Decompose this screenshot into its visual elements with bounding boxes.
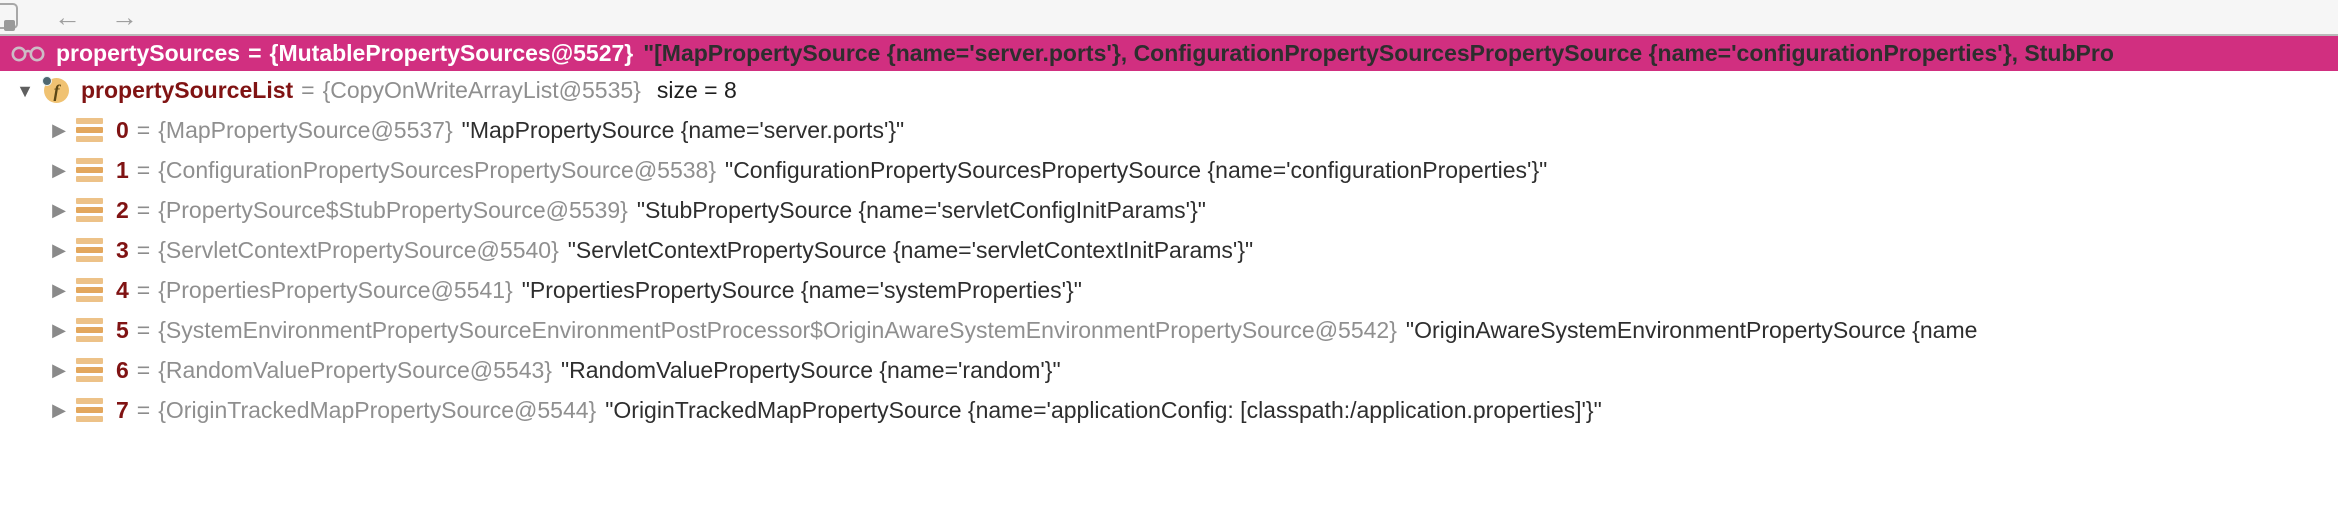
array-element-icon bbox=[76, 118, 103, 142]
equals-sign: = bbox=[136, 396, 151, 423]
array-element-icon bbox=[76, 198, 103, 222]
chevron-right-icon[interactable]: ▶ bbox=[52, 320, 66, 340]
watch-type-ref: {MutablePropertySources@5527} bbox=[269, 40, 634, 66]
item-type-ref: {MapPropertySource@5537} bbox=[158, 116, 453, 143]
chevron-right-icon[interactable]: ▶ bbox=[52, 400, 66, 420]
forward-arrow-icon[interactable]: → bbox=[111, 2, 138, 32]
item-value: "ConfigurationPropertySourcesPropertySou… bbox=[725, 156, 1548, 183]
array-element-icon bbox=[76, 318, 103, 342]
item-type-ref: {OriginTrackedMapPropertySource@5544} bbox=[158, 396, 597, 423]
equals-sign: = bbox=[136, 236, 151, 263]
item-type-ref: {PropertiesPropertySource@5541} bbox=[158, 276, 513, 303]
clipped-toolbar-icon bbox=[0, 3, 18, 31]
watch-row-propertySources[interactable]: propertySources = {MutablePropertySource… bbox=[0, 36, 2338, 71]
item-type-ref: {PropertySource$StubPropertySource@5539} bbox=[158, 196, 628, 223]
watch-value: "[MapPropertySource {name='server.ports'… bbox=[643, 40, 2114, 66]
item-type-ref: {ConfigurationPropertySourcesPropertySou… bbox=[158, 156, 717, 183]
list-item-0[interactable]: ▶ 0 = {MapPropertySource@5537} "MapPrope… bbox=[0, 110, 2338, 150]
field-type-ref: {CopyOnWriteArrayList@5535} bbox=[322, 77, 641, 103]
list-item-2[interactable]: ▶ 2 = {PropertySource$StubPropertySource… bbox=[0, 190, 2338, 230]
item-value: "OriginAwareSystemEnvironmentPropertySou… bbox=[1405, 316, 1978, 343]
item-index: 4 bbox=[116, 276, 129, 303]
item-index: 0 bbox=[116, 116, 129, 143]
item-value: "PropertiesPropertySource {name='systemP… bbox=[521, 276, 1082, 303]
chevron-right-icon[interactable]: ▶ bbox=[52, 200, 66, 220]
list-item-4[interactable]: ▶ 4 = {PropertiesPropertySource@5541} "P… bbox=[0, 270, 2338, 310]
chevron-down-icon[interactable]: ▼ bbox=[16, 80, 34, 101]
item-index: 1 bbox=[116, 156, 129, 183]
list-item-3[interactable]: ▶ 3 = {ServletContextPropertySource@5540… bbox=[0, 230, 2338, 270]
back-arrow-icon[interactable]: ← bbox=[54, 2, 81, 32]
item-index: 7 bbox=[116, 396, 129, 423]
field-icon: f bbox=[42, 76, 69, 103]
equals-sign: = bbox=[136, 196, 151, 223]
collection-size: size = 8 bbox=[656, 77, 737, 103]
equals-sign: = bbox=[136, 156, 151, 183]
item-value: "ServletContextPropertySource {name='ser… bbox=[567, 236, 1254, 263]
watches-glasses-icon bbox=[10, 44, 46, 64]
field-row-propertySourceList[interactable]: ▼ f propertySourceList = {CopyOnWriteArr… bbox=[0, 71, 2338, 110]
equals-sign: = bbox=[136, 316, 151, 343]
equals-sign: = bbox=[248, 40, 262, 66]
item-index: 3 bbox=[116, 236, 129, 263]
item-value: "RandomValuePropertySource {name='random… bbox=[560, 356, 1061, 383]
chevron-right-icon[interactable]: ▶ bbox=[52, 160, 66, 180]
item-index: 6 bbox=[116, 356, 129, 383]
array-element-icon bbox=[76, 398, 103, 422]
array-element-icon bbox=[76, 158, 103, 182]
list-item-7[interactable]: ▶ 7 = {OriginTrackedMapPropertySource@55… bbox=[0, 390, 2338, 430]
item-index: 5 bbox=[116, 316, 129, 343]
debugger-toolbar: ← → bbox=[0, 0, 2338, 36]
list-item-1[interactable]: ▶ 1 = {ConfigurationPropertySourcesPrope… bbox=[0, 150, 2338, 190]
field-badge-icon bbox=[42, 76, 52, 86]
chevron-right-icon[interactable]: ▶ bbox=[52, 360, 66, 380]
array-element-icon bbox=[76, 238, 103, 262]
array-element-icon bbox=[76, 278, 103, 302]
watch-name: propertySources bbox=[56, 40, 241, 66]
item-value: "MapPropertySource {name='server.ports'}… bbox=[461, 116, 905, 143]
list-item-6[interactable]: ▶ 6 = {RandomValuePropertySource@5543} "… bbox=[0, 350, 2338, 390]
chevron-right-icon[interactable]: ▶ bbox=[52, 280, 66, 300]
list-item-5[interactable]: ▶ 5 = {SystemEnvironmentPropertySourceEn… bbox=[0, 310, 2338, 350]
equals-sign: = bbox=[301, 77, 315, 103]
equals-sign: = bbox=[136, 356, 151, 383]
array-element-icon bbox=[76, 358, 103, 382]
equals-sign: = bbox=[136, 116, 151, 143]
item-type-ref: {ServletContextPropertySource@5540} bbox=[158, 236, 559, 263]
item-type-ref: {SystemEnvironmentPropertySourceEnvironm… bbox=[158, 316, 1397, 343]
equals-sign: = bbox=[136, 276, 151, 303]
item-value: "OriginTrackedMapPropertySource {name='a… bbox=[605, 396, 1602, 423]
chevron-right-icon[interactable]: ▶ bbox=[52, 120, 66, 140]
chevron-right-icon[interactable]: ▶ bbox=[52, 240, 66, 260]
field-name: propertySourceList bbox=[81, 77, 294, 103]
item-type-ref: {RandomValuePropertySource@5543} bbox=[158, 356, 552, 383]
item-index: 2 bbox=[116, 196, 129, 223]
item-value: "StubPropertySource {name='servletConfig… bbox=[636, 196, 1206, 223]
